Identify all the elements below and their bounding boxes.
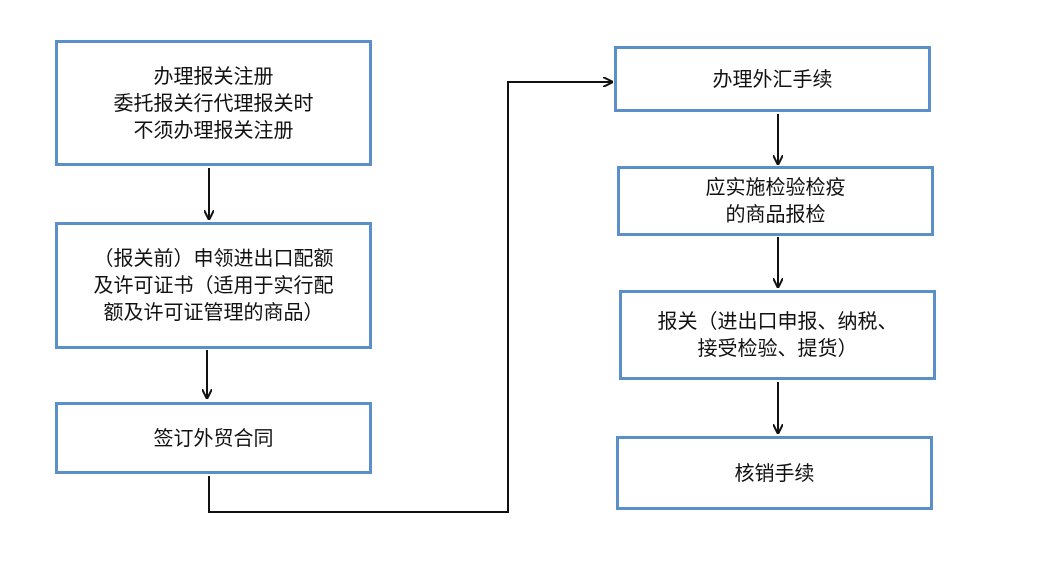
arrow-contract-to-forex bbox=[208, 82, 612, 513]
step-forex-procedures-text: 办理外汇手续 bbox=[712, 66, 833, 91]
step-customs-declaration-text: 报关（进出口申报、纳税、 接受检验、提货） bbox=[657, 309, 898, 360]
step-verification: 核销手续 bbox=[616, 436, 933, 510]
step-apply-quota-license: （报关前）申领进出口配额 及许可证书（适用于实行配 额及许可证管理的商品） bbox=[55, 222, 372, 349]
step-inspection-declaration: 应实施检验检疫 的商品报检 bbox=[617, 166, 934, 236]
step-apply-quota-license-text: （报关前）申领进出口配额 及许可证书（适用于实行配 额及许可证管理的商品） bbox=[93, 246, 334, 324]
step-forex-procedures: 办理外汇手续 bbox=[614, 46, 931, 112]
step-verification-text: 核销手续 bbox=[734, 460, 815, 485]
step-inspection-declaration-text: 应实施检验检疫 的商品报检 bbox=[705, 175, 846, 226]
step-customs-registration-text: 办理报关注册 委托报关行代理报关时 不须办理报关注册 bbox=[113, 63, 314, 142]
step-customs-declaration: 报关（进出口申报、纳税、 接受检验、提货） bbox=[619, 290, 936, 380]
step-sign-contract-text: 签订外贸合同 bbox=[153, 425, 274, 450]
step-sign-contract: 签订外贸合同 bbox=[55, 402, 372, 474]
step-customs-registration: 办理报关注册 委托报关行代理报关时 不须办理报关注册 bbox=[55, 40, 372, 166]
